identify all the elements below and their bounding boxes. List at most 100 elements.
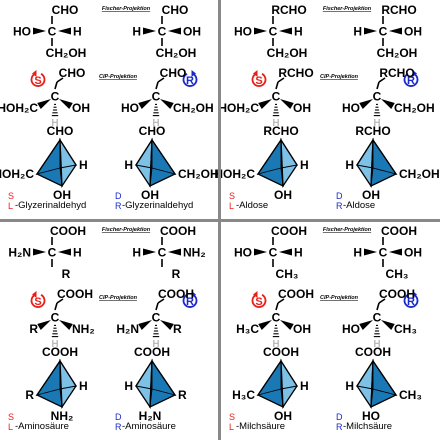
tetrahedron-inner-bond — [280, 167, 284, 187]
cip-left-wedge — [359, 320, 373, 331]
rotation-letter: S — [255, 75, 262, 87]
fischer-projection-label: Fischer-Projektion — [323, 6, 372, 12]
tetrahedron-side-face — [59, 358, 77, 410]
stereocenter-carbon: C — [158, 25, 167, 39]
cip-right-wedge — [160, 320, 174, 331]
caption-d-r: DR-Aldose — [336, 191, 375, 211]
stereocenter-carbon: C — [272, 311, 281, 325]
tetrahedron-front-face — [370, 138, 397, 188]
rotation-arc — [403, 73, 419, 87]
tetra-left-group: H — [124, 379, 133, 393]
s-rotation-indicator: S — [251, 70, 267, 87]
tetrahedron-inner-bond — [257, 167, 282, 175]
tetrahedron-side-face — [280, 137, 298, 189]
bond-to-top — [277, 298, 285, 304]
fischer-bottom-group: CH₂OH — [156, 46, 197, 60]
caption-name: -Aldose — [236, 200, 268, 211]
cip-left-wedge — [258, 320, 272, 331]
fischer-right-group: H — [294, 25, 303, 39]
tetra-bottom-group: OH — [362, 188, 380, 202]
stereocenter-carbon: C — [269, 25, 278, 39]
bond-to-top — [275, 81, 279, 90]
right-wedge — [389, 27, 402, 35]
cip-projection-label: CIP-Projektion — [99, 74, 138, 80]
fischer-bottom-group: CH₂OH — [46, 46, 87, 60]
rotation-letter: R — [407, 296, 415, 308]
r-rotation-indicator: R — [403, 70, 419, 87]
tetrahedron-inner-bond — [372, 388, 397, 396]
cip-left-group: HOH₂C — [218, 101, 259, 115]
rotation-arrowhead — [191, 291, 196, 298]
cip-right-wedge — [381, 99, 395, 110]
cip-hidden-hydrogen: H — [152, 118, 159, 129]
fischer-top-group: COOH — [160, 224, 196, 238]
cip-hidden-hydrogen: H — [272, 339, 279, 350]
fischer-top-group: CHO — [162, 3, 189, 17]
cip-left-group: HO — [121, 101, 139, 115]
left-wedge — [33, 248, 46, 256]
fischer-right-group: NH₂ — [183, 246, 206, 260]
left-wedge — [364, 27, 377, 35]
left-wedge — [143, 27, 156, 35]
caption-r-letter: R — [115, 422, 122, 432]
tetra-top-group: CHO — [47, 124, 74, 138]
left-wedge — [364, 248, 377, 256]
caption-name: -Glyzerinaldehyd — [15, 200, 86, 211]
cip-right-wedge — [280, 99, 294, 110]
cip-projection-label: CIP-Projektion — [320, 74, 359, 80]
cip-right-group: OH — [293, 101, 311, 115]
fischer-top-group: COOH — [50, 224, 86, 238]
cip-top-group: RCHO — [278, 66, 313, 80]
caption-d-r: DR-Milchsäure — [336, 412, 392, 432]
tetra-bottom-group: H₂N — [139, 409, 162, 423]
stereocenter-carbon: C — [269, 246, 278, 260]
cip-left-wedge — [138, 320, 152, 331]
tetrahedron-front-face — [36, 138, 63, 188]
fischer-bottom-group: CH₃ — [276, 267, 299, 281]
caption-l-letter: L — [8, 422, 13, 432]
right-wedge — [279, 248, 292, 256]
cip-left-wedge — [258, 99, 272, 110]
tetra-bottom-group: NH₂ — [51, 409, 74, 423]
tetrahedron-side-face — [135, 137, 153, 189]
tetra-right-group: CH₂OH — [178, 167, 219, 181]
cip-hidden-hydrogen: H — [373, 118, 380, 129]
tetrahedron-front-face — [149, 138, 176, 188]
caption-s-l: SL-Milchsäure — [229, 412, 285, 432]
cip-left-wedge — [359, 99, 373, 110]
caption-s-letter: S — [8, 412, 14, 422]
cip-right-group: NH₂ — [72, 322, 95, 336]
rotation-letter: R — [186, 75, 194, 87]
rotation-arc — [182, 294, 198, 308]
cip-left-group: H₃C — [236, 322, 259, 336]
rotation-letter: S — [255, 296, 262, 308]
cip-right-group: CH₃ — [394, 322, 417, 336]
stereocenter-carbon: C — [158, 246, 167, 260]
tetra-top-group: COOH — [355, 345, 391, 359]
fischer-right-group: OH — [404, 246, 422, 260]
cip-left-wedge — [138, 99, 152, 110]
rotation-arrowhead — [32, 291, 37, 298]
bond-to-top — [56, 77, 64, 83]
tetrahedron-side-face — [59, 137, 77, 189]
fischer-left-group: H — [353, 25, 362, 39]
tetrahedron-inner-bond — [151, 167, 176, 175]
tetrahedron-inner-bond — [59, 385, 77, 390]
caption-s-l: SL-Aminosäure — [8, 412, 69, 432]
cip-projection-label: CIP-Projektion — [320, 295, 359, 301]
cip-right-group: OH — [72, 101, 90, 115]
tetra-top-group: RCHO — [263, 124, 298, 138]
caption-r-letter: R — [336, 201, 343, 211]
